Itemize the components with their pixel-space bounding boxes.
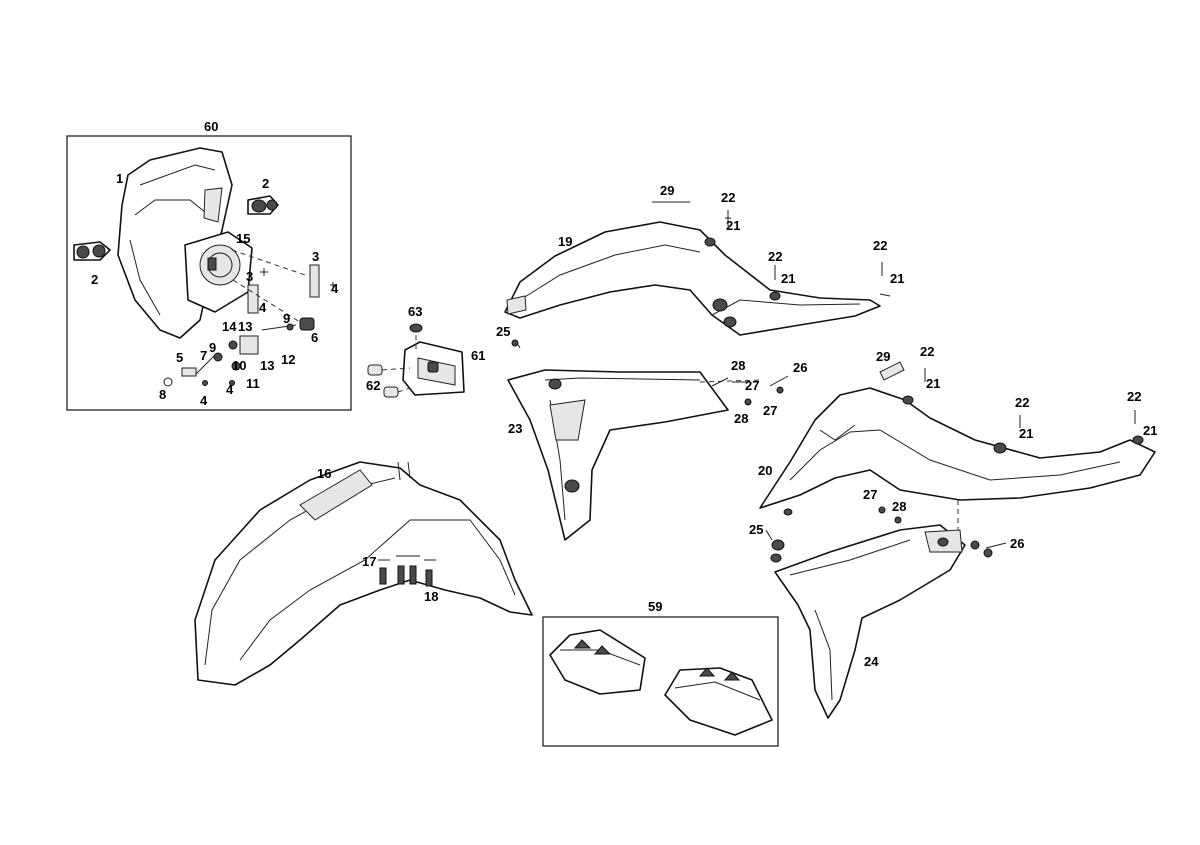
callout-24: 24: [864, 654, 879, 669]
callout-labels: 60 1 2 2 15 3 3 4 4 4 4 14 13 13 9 9 5 7…: [91, 119, 1157, 669]
side-panel-part-19: [504, 201, 891, 336]
fender-bolts-17-18: [378, 555, 436, 587]
callout-14: 14: [222, 319, 237, 334]
callout-16: 16: [317, 466, 331, 481]
callout-8: 8: [159, 387, 166, 402]
callout-60: 60: [204, 119, 218, 134]
callout-2-right: 2: [262, 176, 269, 191]
callout-28-c: 28: [892, 499, 906, 514]
callout-21-f: 21: [1143, 423, 1157, 438]
callout-25-a: 25: [496, 324, 510, 339]
callout-7: 7: [200, 348, 207, 363]
callout-21-c: 21: [890, 271, 904, 286]
headlight-part-15: [184, 231, 253, 313]
callout-5: 5: [176, 350, 183, 365]
callout-26-b: 26: [1010, 536, 1024, 551]
nut-part-63: [409, 323, 423, 333]
callout-4-c: 4: [226, 382, 234, 397]
callout-25-b: 25: [749, 522, 763, 537]
handguard-left-part-59: [549, 629, 646, 695]
callout-22-e: 22: [1015, 395, 1029, 410]
callout-10: 10: [232, 358, 246, 373]
callout-4-d: 4: [200, 393, 208, 408]
callout-63: 63: [408, 304, 422, 319]
callout-17: 17: [362, 554, 376, 569]
callout-22-d: 22: [920, 344, 934, 359]
callout-29-right: 29: [876, 349, 890, 364]
callout-3-upper: 3: [312, 249, 319, 264]
callout-22-b: 22: [768, 249, 782, 264]
callout-62: 62: [366, 378, 380, 393]
callout-29-top: 29: [660, 183, 674, 198]
callout-20: 20: [758, 463, 772, 478]
callout-27-c: 27: [863, 487, 877, 502]
callout-4-b: 4: [259, 300, 267, 315]
callout-2-left: 2: [91, 272, 98, 287]
callout-23: 23: [508, 421, 522, 436]
callout-6: 6: [311, 330, 318, 345]
callout-13-b: 13: [260, 358, 274, 373]
assembly-59-frame: [542, 616, 779, 747]
side-panel-part-20: [759, 361, 1156, 509]
callout-22-f: 22: [1127, 389, 1141, 404]
leader-lines: [658, 201, 1007, 549]
clamp-part-2-left: [73, 241, 111, 261]
callout-21-e: 21: [1019, 426, 1033, 441]
callout-22-a: 22: [721, 190, 735, 205]
callout-21-d: 21: [926, 376, 940, 391]
callout-13-a: 13: [238, 319, 252, 334]
assembly-60-frame: [66, 135, 352, 411]
callout-59: 59: [648, 599, 662, 614]
handguard-right-part-59: [664, 667, 773, 736]
callout-19: 19: [558, 234, 572, 249]
callout-15: 15: [236, 231, 250, 246]
shroud-part-23: [507, 339, 784, 541]
callout-12: 12: [281, 352, 295, 367]
shroud-part-24: [770, 500, 993, 719]
callout-3-lower: 3: [246, 269, 253, 284]
callout-21-b: 21: [781, 271, 795, 286]
callout-9-b: 9: [209, 340, 216, 355]
callout-28-a: 28: [731, 358, 745, 373]
brackets-small-parts: [163, 249, 336, 387]
callout-22-c: 22: [873, 238, 887, 253]
callout-61: 61: [471, 348, 485, 363]
callout-28-b: 28: [734, 411, 748, 426]
callout-4-a: 4: [331, 281, 339, 296]
callout-27-b: 27: [763, 403, 777, 418]
callout-1: 1: [116, 171, 123, 186]
callout-27-a: 27: [745, 378, 759, 393]
clamp-part-2-right: [247, 195, 279, 215]
front-fender-part-16: [194, 461, 533, 686]
callout-11: 11: [246, 376, 260, 391]
callout-21-a: 21: [726, 218, 740, 233]
callout-18: 18: [424, 589, 438, 604]
callout-26-a: 26: [793, 360, 807, 375]
mount-bracket-part-61: [367, 323, 465, 398]
callout-9-a: 9: [283, 311, 290, 326]
